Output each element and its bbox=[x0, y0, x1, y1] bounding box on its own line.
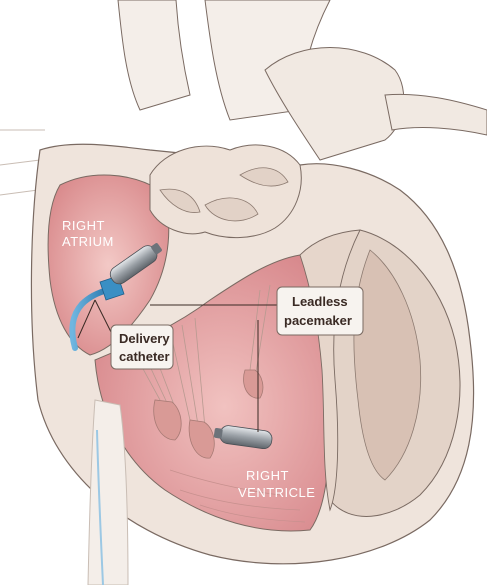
pacemaker-implanted bbox=[213, 425, 273, 450]
left-ventricle-inner bbox=[353, 249, 422, 481]
valve-cusp-2 bbox=[204, 197, 259, 222]
catheter-shaft-lower bbox=[96, 429, 104, 585]
pacemaker-in-catheter bbox=[109, 243, 162, 285]
leader-line-pacemaker bbox=[150, 304, 278, 432]
delivery-catheter-label-box bbox=[110, 324, 174, 370]
vessel-lines bbox=[0, 129, 45, 196]
trabeculae bbox=[169, 469, 306, 523]
superior-vena-cava bbox=[117, 0, 191, 111]
pulmonary-artery bbox=[264, 47, 405, 161]
right-ventricle-label: RIGHT VENTRICLE bbox=[238, 468, 315, 500]
delivery-catheter bbox=[69, 287, 111, 351]
valve-cusp-1 bbox=[159, 188, 201, 213]
delivery-catheter-label: Delivery catheter bbox=[119, 331, 173, 364]
leadless-pacemaker-label-box bbox=[276, 286, 364, 336]
leadless-pacemaker-label: Leadless pacemaker bbox=[284, 294, 352, 328]
left-pulmonary-branch bbox=[384, 93, 487, 136]
valve-cusp-3 bbox=[239, 167, 289, 187]
inferior-vena-cava bbox=[87, 399, 129, 585]
right-atrium-label: RIGHT ATRIUM bbox=[62, 218, 114, 249]
